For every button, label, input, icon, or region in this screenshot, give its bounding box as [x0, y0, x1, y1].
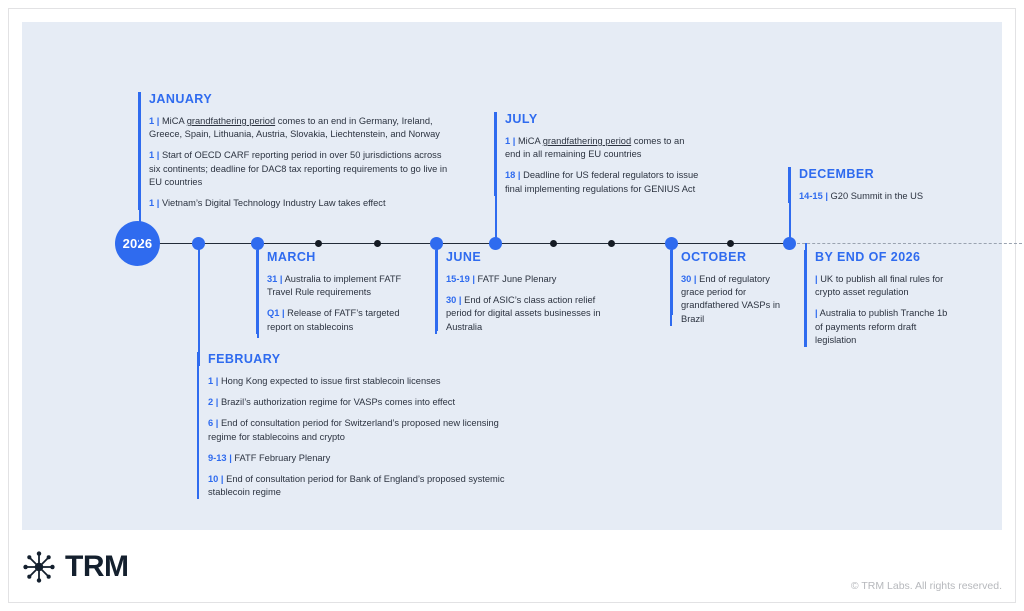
block-title-january: JANUARY	[149, 92, 213, 106]
entry-date: 9-13	[208, 452, 227, 463]
block-march: MARCH 31 | Australia to implement FATF T…	[256, 250, 404, 334]
block-july: JULY 1 | MiCA grandfathering period come…	[494, 112, 699, 196]
block-december: DECEMBER 14-15 | G20 Summit in the US	[788, 167, 978, 204]
block-title-march: MARCH	[267, 250, 316, 264]
entry-date: 15-19	[446, 274, 470, 284]
block-by-end-of-2026: BY END OF 2026 | UK to publish all final…	[804, 250, 954, 347]
entry-february-2: 6 | End of consultation period for Switz…	[208, 418, 499, 442]
entry-october-0: 30 | End of regulatory grace period for …	[681, 274, 781, 324]
entry-date: 1	[149, 197, 155, 208]
entry-february-3: 9-13 | FATF February Plenary	[208, 452, 331, 463]
entry-text: Vietnam’s Digital Technology Industry La…	[159, 197, 386, 208]
entry-text: End of ASIC’s class action relief period…	[446, 295, 601, 332]
entry-link[interactable]: grandfathering period	[186, 116, 276, 126]
entry-march-0: 31 | Australia to implement FATF Travel …	[267, 274, 402, 298]
entry-december-0: 14-15 | G20 Summit in the US	[799, 191, 924, 201]
entry-date: 30	[681, 274, 692, 284]
entry-text: UK to publish all final rules for crypto…	[815, 274, 944, 298]
entry-date: 1	[208, 376, 214, 386]
entry-end2026-1: | Australia to publish Tranche 1b of pay…	[815, 308, 948, 345]
entry-date: 30	[446, 295, 457, 306]
stem-december	[789, 167, 791, 244]
entry-date: Q1	[267, 308, 280, 319]
entry-june-1: 30 | End of ASIC’s class action relief p…	[446, 295, 601, 332]
entry-february-1: 2 | Brazil’s authorization regime for VA…	[208, 397, 456, 408]
entry-text: G20 Summit in the US	[827, 191, 924, 201]
block-title-february: FEBRUARY	[208, 352, 281, 366]
entry-text: Australia to publish Tranche 1b of payme…	[815, 308, 948, 345]
entry-january-1: 1 | Start of OECD CARF reporting period …	[149, 150, 448, 187]
entry-july-1: 18 | Deadline for US federal regulators …	[505, 170, 699, 194]
entry-january-0: 1 | MiCA grandfathering period comes to …	[149, 116, 440, 140]
timeline-node-april	[314, 240, 322, 247]
entry-july-0: 1 | MiCA grandfathering period comes to …	[505, 136, 685, 160]
entry-text: Start of OECD CARF reporting period in o…	[149, 150, 448, 187]
entry-text-after: comes to an end in Germany, Ireland, Gre…	[149, 116, 440, 140]
block-title-december: DECEMBER	[799, 167, 875, 181]
timeline-node-may	[373, 240, 381, 247]
timeline-axis-dashed	[792, 243, 1022, 244]
entry-date: 31	[267, 274, 278, 284]
entry-text: End of consultation period for Bank of E…	[208, 473, 505, 498]
footer: TRM © TRM Labs. All rights reserved.	[22, 540, 1002, 594]
entry-text-after: comes to an end in all remaining EU coun…	[505, 136, 685, 160]
block-title-july: JULY	[505, 112, 538, 126]
entry-text: Deadline for US federal regulators to is…	[505, 170, 699, 194]
entry-text: FATF February Plenary	[231, 452, 331, 463]
block-january: JANUARY 1 | MiCA grandfathering period c…	[138, 92, 450, 211]
block-title-october: OCTOBER	[681, 250, 747, 264]
entry-date: 1	[149, 116, 155, 126]
timeline-node-august	[549, 240, 557, 247]
copyright-text: © TRM Labs. All rights reserved.	[850, 580, 1002, 592]
block-title-by-end-of-2026: BY END OF 2026	[815, 250, 921, 264]
entry-january-2: 1 | Vietnam’s Digital Technology Industr…	[149, 197, 386, 208]
entry-date: 1	[505, 136, 511, 146]
entry-text: End of regulatory grace period for grand…	[681, 274, 781, 324]
entry-text: End of consultation period for Switzerla…	[208, 418, 499, 442]
entry-date: 6	[208, 418, 214, 429]
entry-text: Australia to implement FATF Travel Rule …	[267, 274, 402, 298]
entry-text: Brazil’s authorization regime for VASPs …	[218, 397, 456, 408]
entry-february-4: 10 | End of consultation period for Bank…	[208, 473, 505, 498]
entry-link[interactable]: grandfathering period	[542, 136, 632, 146]
trm-logo: TRM	[22, 550, 129, 584]
timeline-year-badge: 2026	[115, 221, 160, 266]
entry-text: MiCA	[159, 116, 187, 126]
entry-text: Hong Kong expected to issue first stable…	[218, 376, 441, 386]
entry-end2026-0: | UK to publish all final rules for cryp…	[815, 274, 944, 298]
timeline-node-september	[607, 240, 615, 247]
trm-hub-spokes-icon	[23, 551, 55, 583]
block-february: FEBRUARY 1 | Hong Kong expected to issue…	[197, 352, 527, 500]
entry-march-1: Q1 | Release of FATF’s targeted report o…	[267, 308, 400, 332]
entry-june-0: 15-19 | FATF June Plenary	[446, 274, 557, 284]
entry-date: 10	[208, 473, 219, 484]
entry-date: 1	[149, 150, 155, 161]
entry-text: FATF June Plenary	[474, 274, 557, 284]
entry-date: 14-15	[799, 191, 823, 201]
trm-logo-text: TRM	[65, 550, 129, 583]
entry-text: MiCA	[515, 136, 543, 146]
block-title-june: JUNE	[446, 250, 482, 264]
block-october: OCTOBER 30 | End of regulatory grace per…	[670, 250, 795, 326]
entry-date: 18	[505, 170, 516, 181]
entry-text: Release of FATF’s targeted report on sta…	[267, 308, 400, 332]
entry-february-0: 1 | Hong Kong expected to issue first st…	[208, 376, 441, 386]
block-june: JUNE 15-19 | FATF June Plenary 30 | End …	[435, 250, 618, 334]
stem-february	[198, 243, 200, 366]
timeline-node-november	[726, 240, 734, 247]
timeline-axis-solid	[122, 243, 792, 244]
entry-date: 2	[208, 397, 214, 408]
timeline-panel: 2026 JANUARY 1 | MiCA grandfathering per…	[22, 22, 1022, 530]
